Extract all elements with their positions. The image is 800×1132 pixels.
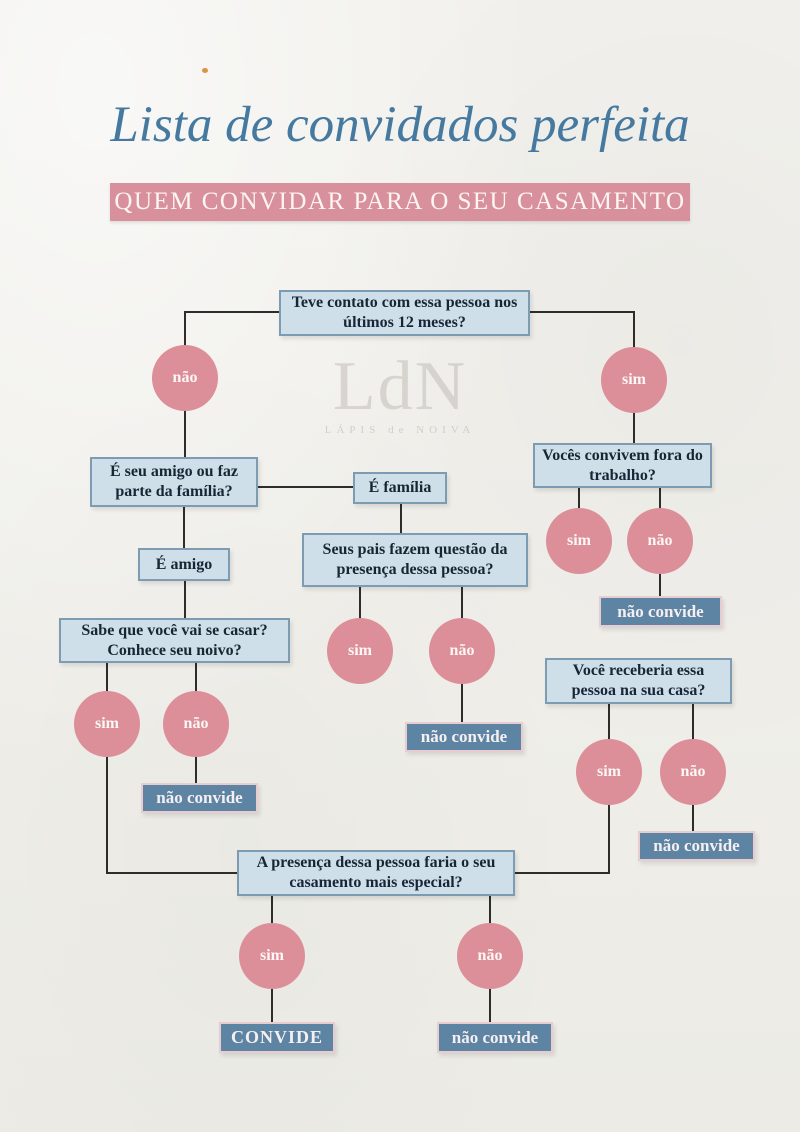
answer-sim-circle: sim xyxy=(601,347,667,413)
connector-line xyxy=(184,580,186,618)
question-outside-work: Vocês convivem fora do trabalho? xyxy=(533,443,712,488)
connector-line xyxy=(400,503,402,533)
connector-line xyxy=(106,757,108,874)
watermark-brand: LÁPIS de NOIVA xyxy=(324,424,476,436)
connector-line xyxy=(106,872,237,874)
connector-line xyxy=(195,757,197,783)
question-friend-or-family: É seu amigo ou faz parte da família? xyxy=(90,457,258,507)
question-host-at-home: Você receberia essa pessoa na sua casa? xyxy=(545,658,732,704)
connector-line xyxy=(271,989,273,1022)
outcome-dont-invite: não convide xyxy=(437,1022,553,1053)
question-is-family: É família xyxy=(353,472,447,504)
outcome-dont-invite: não convide xyxy=(405,722,523,752)
connector-line xyxy=(489,989,491,1022)
answer-nao-circle: não xyxy=(457,923,523,989)
connector-line xyxy=(515,872,610,874)
outcome-dont-invite: não convide xyxy=(638,831,755,861)
connector-line xyxy=(185,311,279,313)
question-more-special: A presença dessa pessoa faria o seu casa… xyxy=(237,850,515,896)
connector-line xyxy=(659,574,661,596)
outcome-dont-invite: não convide xyxy=(599,596,722,627)
connector-line xyxy=(692,703,694,772)
page-title: Lista de convidados perfeita xyxy=(110,97,690,153)
connector-line xyxy=(461,684,463,722)
outcome-invite: CONVIDE xyxy=(219,1022,335,1053)
connector-line xyxy=(530,311,634,313)
question-knows-wedding: Sabe que você vai se casar? Conhece seu … xyxy=(59,618,290,663)
answer-nao-circle: não xyxy=(152,345,218,411)
question-parents-insist: Seus pais fazem questão da presença dess… xyxy=(302,533,528,587)
answer-nao-circle: não xyxy=(429,618,495,684)
outcome-dont-invite: não convide xyxy=(141,783,258,813)
question-contact: Teve contato com essa pessoa nos últimos… xyxy=(279,290,530,336)
answer-nao-circle: não xyxy=(163,691,229,757)
watermark: LdN LÁPIS de NOIVA xyxy=(0,348,800,437)
connector-line xyxy=(183,506,185,548)
answer-nao-circle: não xyxy=(627,508,693,574)
answer-nao-circle: não xyxy=(660,739,726,805)
answer-sim-circle: sim xyxy=(74,691,140,757)
subtitle-banner: QUEM CONVIDAR PARA O SEU CASAMENTO xyxy=(110,183,690,221)
question-is-friend: É amigo xyxy=(138,548,230,581)
answer-sim-circle: sim xyxy=(546,508,612,574)
connector-line xyxy=(258,486,353,488)
answer-sim-circle: sim xyxy=(327,618,393,684)
watermark-monogram: LdN xyxy=(332,348,468,425)
answer-sim-circle: sim xyxy=(239,923,305,989)
connector-line xyxy=(692,805,694,831)
orange-speck xyxy=(202,68,208,73)
connector-line xyxy=(608,703,610,772)
answer-sim-circle: sim xyxy=(576,739,642,805)
connector-line xyxy=(608,805,610,874)
